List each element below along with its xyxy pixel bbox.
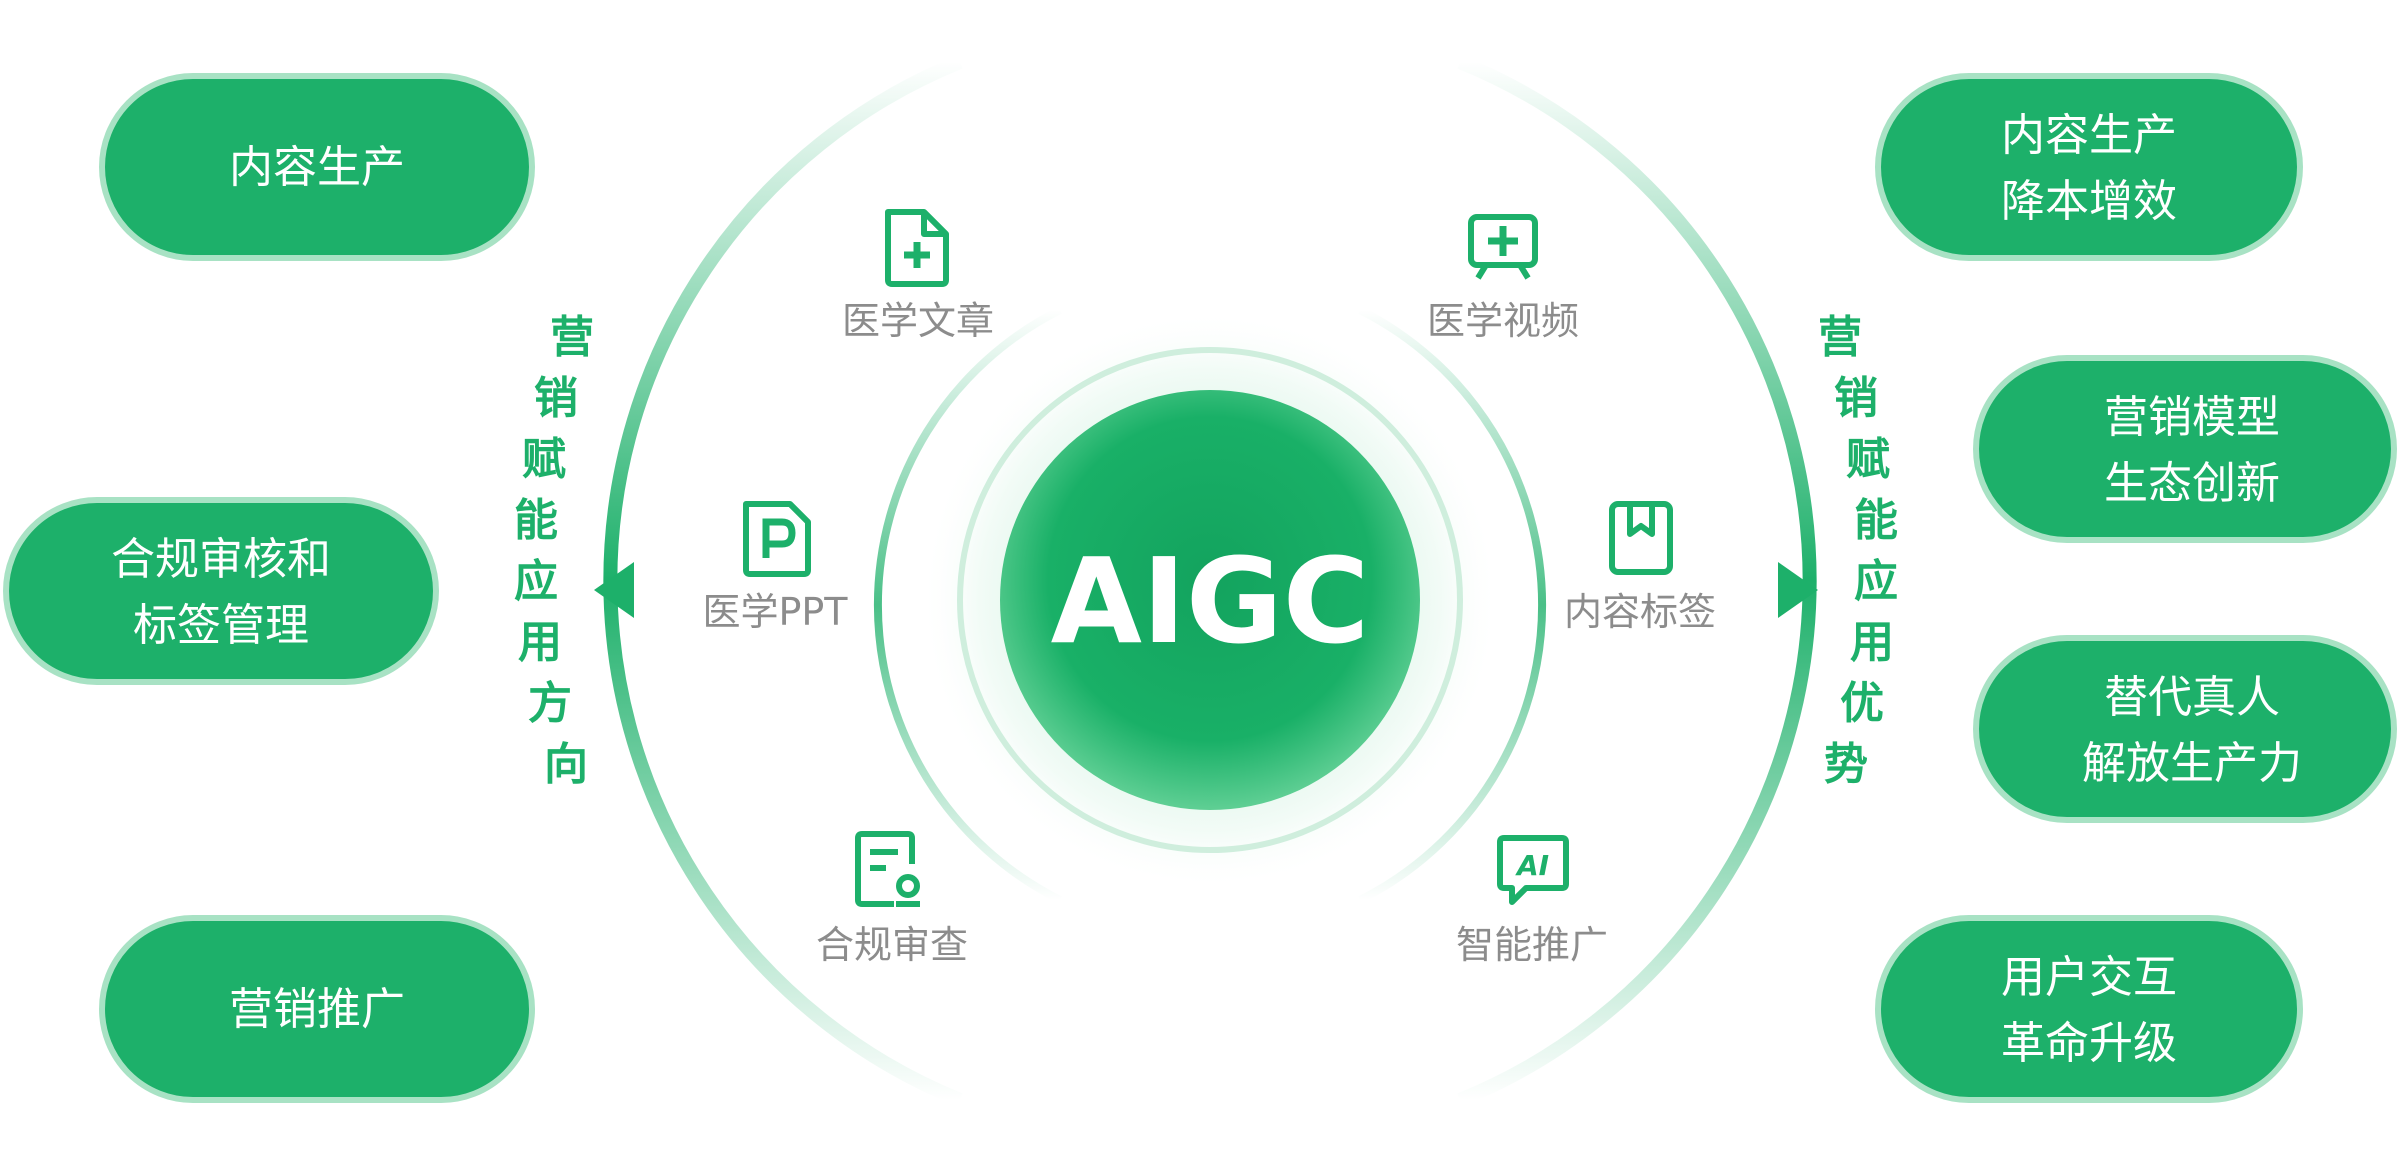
right-axis-char-7: 优 (1840, 678, 1884, 729)
medical-article-icon (885, 209, 949, 287)
node-label-medical-video: 医学视频 (1427, 299, 1579, 343)
node-medical-ppt: 医学PPT (702, 501, 848, 634)
node-medical-article: 医学文章 (842, 209, 994, 343)
left-axis-char-4: 能 (514, 495, 558, 546)
svg-text:AI: AI (1515, 849, 1549, 882)
right-axis-char-4: 能 (1854, 495, 1898, 546)
right-pill-3-line-2: 解放生产力 (2082, 738, 2302, 789)
node-label-compliance-review: 合规审查 (816, 923, 968, 967)
medical-video-icon (1468, 214, 1538, 280)
node-medical-video: 医学视频 (1427, 214, 1579, 343)
right-axis-char-3: 赋 (1846, 434, 1890, 485)
node-label-medical-article: 医学文章 (842, 299, 994, 343)
left-axis-char-5: 应 (514, 556, 558, 607)
node-content-tag: 内容标签 (1564, 501, 1716, 634)
left-axis-char-8: 向 (544, 739, 588, 790)
right-pill-2: 营销模型 生态创新 (1973, 355, 2397, 543)
core-circle (1000, 390, 1420, 810)
right-axis-char-1: 营 (1818, 312, 1862, 363)
right-axis-char-6: 用 (1850, 617, 1894, 668)
node-ai-promotion: AI 智能推广 (1456, 835, 1608, 967)
right-pill-1-line-1: 内容生产 (2001, 110, 2177, 161)
left-axis-char-1: 营 (550, 312, 594, 363)
left-axis-char-6: 用 (518, 617, 562, 668)
left-pill-1-line-1: 内容生产 (229, 142, 405, 193)
inner-arc-right (1358, 306, 1547, 904)
left-pill-2-line-1: 合规审核和 (111, 534, 331, 585)
core-ring (957, 347, 1463, 853)
left-arrow-icon (594, 562, 634, 618)
center-title: AIGC (1051, 532, 1370, 670)
right-pill-4: 用户交互 革命升级 (1875, 915, 2303, 1103)
right-arrow-icon (1778, 562, 1818, 618)
left-pill-3-line-1: 营销推广 (229, 984, 405, 1035)
left-pill-2: 合规审核和 标签管理 (3, 497, 439, 685)
left-pill-3: 营销推广 (99, 915, 535, 1103)
right-axis-char-2: 销 (1834, 373, 1878, 424)
left-axis-char-3: 赋 (522, 434, 566, 485)
inner-arc-left (873, 306, 1062, 904)
right-pill-1: 内容生产 降本增效 (1875, 73, 2303, 261)
left-axis-char-2: 销 (534, 373, 578, 424)
left-pill-1: 内容生产 (99, 73, 535, 261)
outer-ring-right-arc (1457, 55, 1817, 1107)
compliance-review-icon (855, 831, 920, 907)
right-pill-3-line-1: 替代真人 (2104, 672, 2280, 723)
right-axis-char-5: 应 (1854, 556, 1898, 607)
ai-promotion-icon: AI (1497, 835, 1569, 905)
medical-ppt-icon (743, 501, 811, 577)
content-tag-icon (1609, 501, 1673, 575)
right-pill-4-line-1: 用户交互 (2001, 952, 2177, 1003)
right-pill-3: 替代真人 解放生产力 (1973, 635, 2397, 823)
left-axis-char-7: 方 (528, 678, 572, 729)
node-label-medical-ppt: 医学PPT (702, 590, 848, 634)
left-pill-2-line-2: 标签管理 (133, 600, 309, 651)
right-pill-2-line-2: 生态创新 (2104, 458, 2280, 509)
right-pill-2-line-1: 营销模型 (2104, 392, 2280, 443)
node-compliance-review: 合规审查 (816, 831, 968, 967)
right-pill-1-line-2: 降本增效 (2001, 176, 2177, 227)
node-label-ai-promotion: 智能推广 (1456, 923, 1608, 967)
right-pill-4-line-2: 革命升级 (2001, 1018, 2177, 1069)
node-label-content-tag: 内容标签 (1564, 590, 1716, 634)
right-axis-char-8: 势 (1824, 739, 1868, 790)
